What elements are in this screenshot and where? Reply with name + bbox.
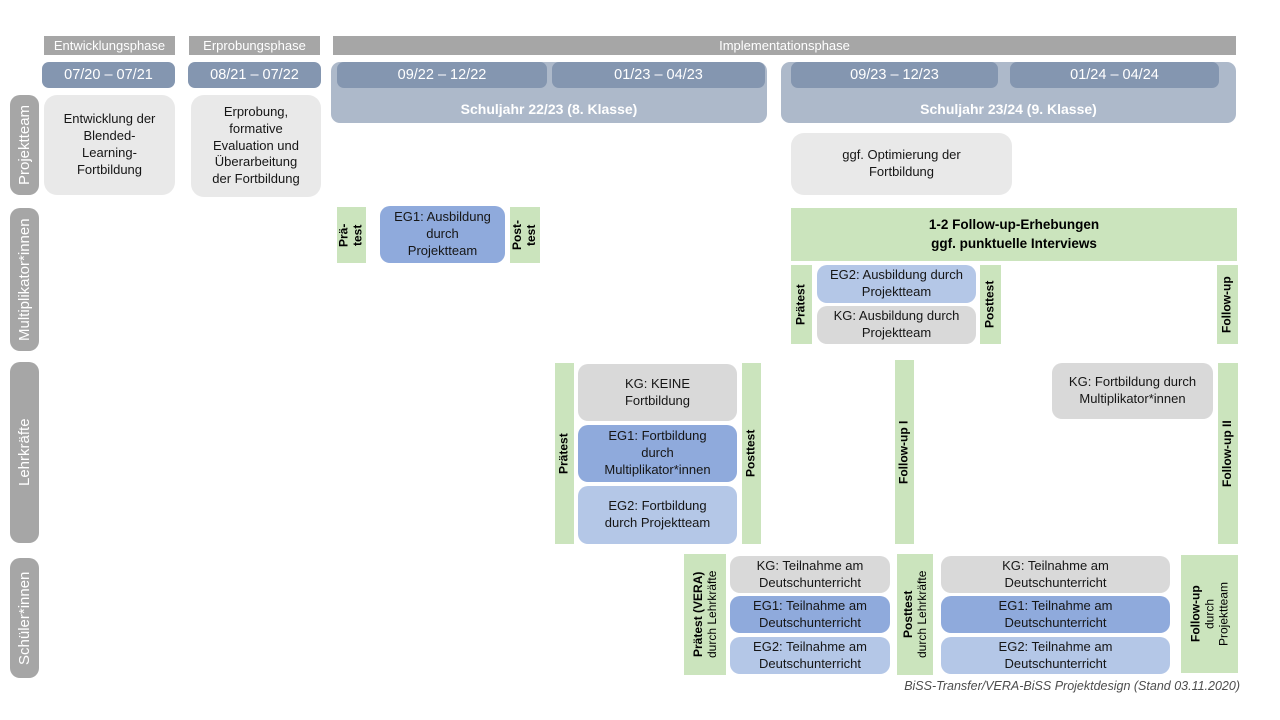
box-eg1-ausbildung: EG1: Ausbildung durch Projektteam: [380, 206, 505, 263]
pretest-bar-multiplikatoren-2: Prätest: [791, 265, 812, 344]
row-label-schueler: Schüler*innen: [10, 558, 39, 678]
phase-bar-entwicklungsphase: Entwicklungsphase: [44, 36, 175, 55]
box-kg-ausbildung: KG: Ausbildung durch Projektteam: [817, 306, 976, 344]
box-kg-teilnahme-1: KG: Teilnahme am Deutschunterricht: [730, 556, 890, 593]
box-kg-teilnahme-2: KG: Teilnahme am Deutschunterricht: [941, 556, 1170, 593]
posttest-label: Posttest: [901, 590, 915, 639]
phase-bar-implementationsphase: Implementationsphase: [333, 36, 1236, 55]
date-bar-0923-1223: 09/23 – 12/23: [791, 62, 998, 88]
box-eg1-fortbildung: EG1: Fortbildung durch Multiplikator*inn…: [578, 425, 737, 482]
row-label-multiplikatoren: Multiplikator*innen: [10, 208, 39, 351]
pretest-vera-bar-schueler: Prätest (VERA) durch Lehrkräfte: [684, 554, 726, 675]
row-label-projektteam: Projektteam: [10, 95, 39, 195]
date-bar-0821-0722: 08/21 – 07/22: [188, 62, 321, 88]
box-eg1-teilnahme-2: EG1: Teilnahme am Deutschunterricht: [941, 596, 1170, 633]
posttest-bar-schueler: Posttest durch Lehrkräfte: [897, 554, 933, 675]
box-eg2-fortbildung: EG2: Fortbildung durch Projektteam: [578, 486, 737, 544]
phase-bar-erprobungsphase: Erprobungsphase: [189, 36, 320, 55]
box-eg2-ausbildung: EG2: Ausbildung durch Projektteam: [817, 265, 976, 303]
posttest-bar-multiplikatoren-1: Post- test: [510, 207, 540, 263]
box-entwicklung-fortbildung: Entwicklung der Blended- Learning- Fortb…: [44, 95, 175, 195]
pretest-bar-multiplikatoren-1: Prä- test: [337, 207, 366, 263]
posttest-bar-multiplikatoren-2: Posttest: [980, 265, 1001, 344]
box-eg2-teilnahme-2: EG2: Teilnahme am Deutschunterricht: [941, 637, 1170, 674]
followup-bar-multiplikatoren: Follow-up: [1217, 265, 1238, 344]
row-label-lehrkraefte: Lehrkräfte: [10, 362, 39, 543]
followup-label: Follow-up: [1188, 585, 1203, 643]
pretest-bar-lehrkraefte: Prätest: [555, 363, 574, 544]
box-kg-keine-fortbildung: KG: KEINE Fortbildung: [578, 364, 737, 421]
box-eg2-teilnahme-1: EG2: Teilnahme am Deutschunterricht: [730, 637, 890, 674]
box-eg1-teilnahme-1: EG1: Teilnahme am Deutschunterricht: [730, 596, 890, 633]
pretest-vera-sublabel: durch Lehrkräfte: [705, 570, 719, 659]
pretest-vera-label: Prätest (VERA): [691, 571, 705, 658]
followup-sublabel-durch: durch: [1202, 598, 1217, 630]
box-erprobung-evaluation: Erprobung, formative Evaluation und Über…: [191, 95, 321, 197]
date-bar-0123-0423: 01/23 – 04/23: [552, 62, 765, 88]
followup2-bar-lehrkraefte: Follow-up II: [1218, 363, 1238, 544]
date-bar-0720-0721: 07/20 – 07/21: [42, 62, 175, 88]
posttest-sublabel: durch Lehrkräfte: [915, 570, 929, 659]
followup-sublabel-projektteam: Projektteam: [1216, 581, 1231, 647]
box-kg-fortbildung-multiplikatoren: KG: Fortbildung durch Multiplikator*inne…: [1052, 363, 1213, 419]
followup-bar-schueler: Follow-up durch Projektteam: [1181, 555, 1238, 673]
followup1-bar-lehrkraefte: Follow-up I: [895, 360, 914, 544]
posttest-bar-lehrkraefte: Posttest: [742, 363, 761, 544]
box-followup-erhebungen: 1-2 Follow-up-Erhebungen ggf. punktuelle…: [791, 208, 1237, 261]
footer-caption: BiSS-Transfer/VERA-BiSS Projektdesign (S…: [904, 679, 1240, 693]
date-bar-0922-1222: 09/22 – 12/22: [337, 62, 547, 88]
box-ggf-optimierung: ggf. Optimierung der Fortbildung: [791, 133, 1012, 195]
date-bar-0124-0424: 01/24 – 04/24: [1010, 62, 1219, 88]
